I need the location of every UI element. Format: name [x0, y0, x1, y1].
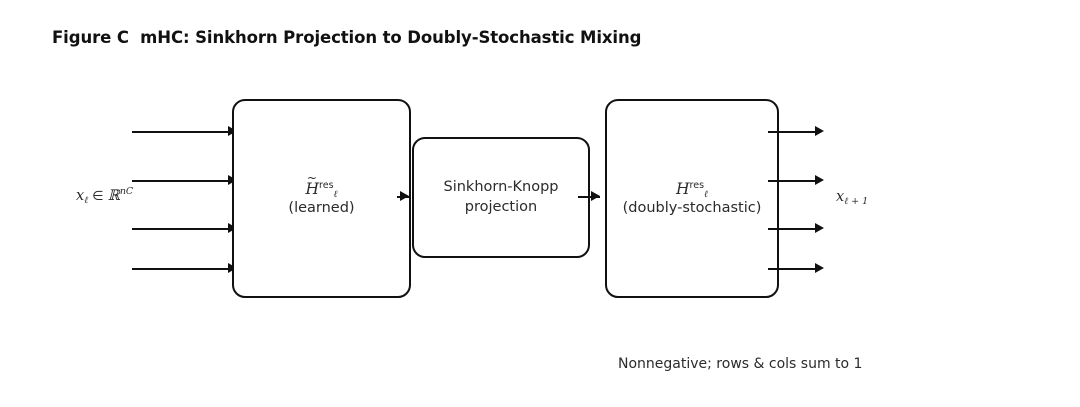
- connector-line-2: [578, 196, 600, 198]
- box-sinkhorn-knopp-projection[interactable]: Sinkhorn-Knopp projection: [412, 137, 590, 258]
- box-sinkhorn-line2: projection: [464, 198, 538, 215]
- input-var-sub: ℓ: [84, 194, 89, 206]
- input-arrow-line-4: [132, 268, 233, 270]
- box-h-res-learned[interactable]: ~H resℓ (learned): [232, 99, 411, 298]
- input-arrow-line-3: [132, 228, 233, 230]
- box-learned-base: H: [305, 179, 320, 198]
- output-label: xℓ + 1: [836, 189, 869, 207]
- output-arrow-head-2: [815, 175, 824, 185]
- input-arrow-line-2: [132, 180, 233, 182]
- input-var: x: [76, 188, 85, 204]
- input-space-sup: nC: [119, 186, 134, 198]
- box-ds-sup: res: [689, 179, 705, 191]
- tilde-accent-icon: ~: [306, 171, 317, 186]
- output-arrow-line-2: [768, 180, 818, 182]
- box-sinkhorn-line1: Sinkhorn-Knopp: [443, 179, 559, 196]
- output-arrow-head-4: [815, 263, 824, 273]
- output-arrow-head-1: [815, 126, 824, 136]
- connector-head-2: [591, 191, 600, 201]
- reals-symbol: ℝ: [107, 188, 120, 204]
- box-ds-sub: ℓ: [704, 188, 708, 200]
- caption-block: Nonnegative; rows & cols sum to 1 ⇒ conv…: [618, 313, 877, 407]
- output-arrow-head-3: [815, 223, 824, 233]
- connector-head-1: [400, 191, 409, 201]
- output-arrow-line-1: [768, 131, 818, 133]
- box-ds-symbol: Hresℓ: [676, 179, 708, 199]
- box-learned-sub: ℓ: [333, 188, 338, 200]
- box-learned-sublabel: (learned): [288, 200, 355, 217]
- box-learned-symbol: ~H resℓ: [305, 171, 338, 200]
- box-learned-sup: res: [319, 179, 334, 191]
- box-h-res-doubly-stochastic[interactable]: Hresℓ (doubly-stochastic): [605, 99, 779, 298]
- element-of-icon: ∈: [88, 189, 108, 204]
- tilde-group: ~H: [305, 171, 320, 199]
- box-ds-sublabel: (doubly-stochastic): [622, 200, 762, 217]
- output-var: x: [836, 189, 845, 205]
- output-var-sub: ℓ + 1: [844, 195, 869, 207]
- input-label: xℓ ∈ ℝnC: [76, 186, 134, 206]
- output-arrow-line-4: [768, 268, 818, 270]
- caption-line-1: Nonnegative; rows & cols sum to 1: [618, 355, 863, 372]
- input-arrow-line-1: [132, 131, 233, 133]
- box-ds-base: H: [676, 179, 690, 198]
- output-arrow-line-3: [768, 228, 818, 230]
- page-title: Figure C mHC: Sinkhorn Projection to Dou…: [52, 28, 642, 47]
